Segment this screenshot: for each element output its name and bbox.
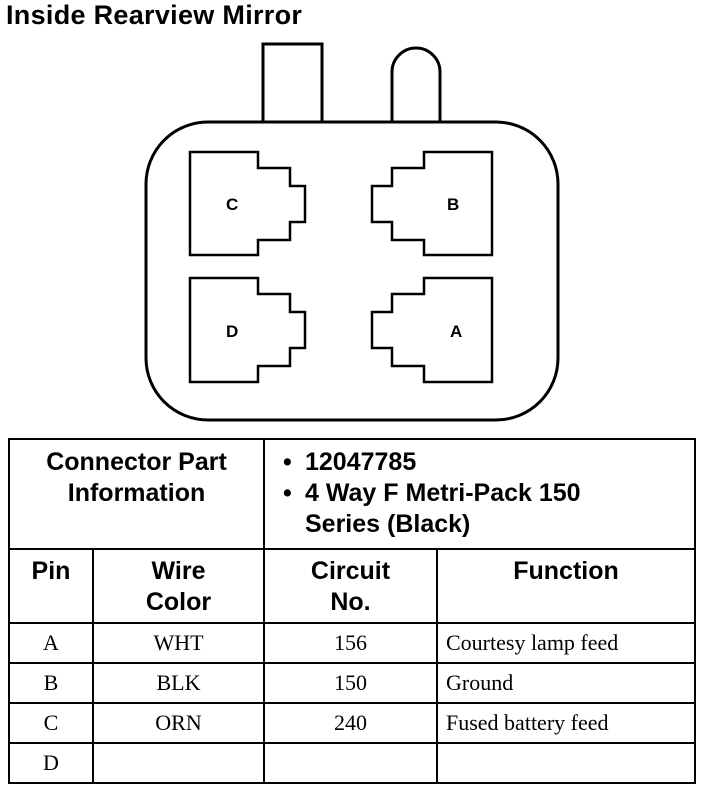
connector-description: 4 Way F Metri-Pack 150 Series (Black) [283, 478, 694, 540]
row-d-wire-color [92, 742, 265, 784]
connector-housing [144, 120, 560, 422]
connector-key-tab [390, 46, 442, 124]
diagram-title: Inside Rearview Mirror [6, 0, 303, 30]
row-d-circuit [263, 742, 438, 784]
header-pin: Pin [31, 557, 71, 585]
part-info-values-cell: 12047785 4 Way F Metri-Pack 150 Series (… [263, 438, 696, 550]
header-function-cell: Function [436, 548, 696, 624]
row-b-wire-color: BLK [92, 662, 265, 704]
pin-label-a: A [450, 322, 462, 341]
connector-diagram: C B D A [144, 42, 560, 422]
part-info-label-line2: Information [67, 479, 206, 507]
table-row: D [8, 742, 696, 784]
row-c-function: Fused battery feed [436, 702, 696, 744]
table-row: C ORN 240 Fused battery feed [8, 702, 696, 744]
header-pin-cell: Pin [8, 548, 94, 624]
header-wire-color-line2: Color [145, 588, 212, 616]
pin-label-b: B [447, 195, 459, 214]
row-c-wire-color: ORN [92, 702, 265, 744]
part-info-list: 12047785 4 Way F Metri-Pack 150 Series (… [265, 440, 694, 540]
connector-latch-tab [261, 42, 324, 124]
row-a-pin: A [8, 622, 94, 664]
header-wire-color-cell: Wire Color [92, 548, 265, 624]
row-c-circuit: 240 [263, 702, 438, 744]
row-a-wire-color: WHT [92, 622, 265, 664]
row-c-pin: C [8, 702, 94, 744]
pin-cavity-a [370, 276, 494, 384]
row-b-function: Ground [436, 662, 696, 704]
header-circuit-line1: Circuit [310, 557, 391, 585]
row-a-function: Courtesy lamp feed [436, 622, 696, 664]
row-d-pin: D [8, 742, 94, 784]
header-circuit: Circuit No. [265, 550, 436, 618]
header-circuit-line2: No. [330, 588, 371, 616]
header-circuit-cell: Circuit No. [263, 548, 438, 624]
pin-label-c: C [226, 195, 238, 214]
part-number: 12047785 [283, 447, 694, 478]
connector-description-line2: Series (Black) [305, 510, 471, 538]
pin-cavity-c [188, 150, 307, 257]
row-a-circuit: 156 [263, 622, 438, 664]
connector-description-line1: 4 Way F Metri-Pack 150 [305, 479, 581, 507]
part-info-row: Connector Part Information 12047785 4 Wa… [8, 438, 696, 550]
part-info-label-line1: Connector Part [46, 448, 227, 476]
pin-cavity-d [188, 276, 307, 384]
part-info-label: Connector Part Information [10, 440, 263, 509]
header-wire-color: Wire Color [94, 550, 263, 618]
connector-info-table: Connector Part Information 12047785 4 Wa… [8, 438, 696, 784]
pin-cavity-b [370, 150, 494, 257]
table-header-row: Pin Wire Color Circuit No. Function [8, 548, 696, 624]
row-b-pin: B [8, 662, 94, 704]
part-info-label-cell: Connector Part Information [8, 438, 265, 550]
table-row: A WHT 156 Courtesy lamp feed [8, 622, 696, 664]
header-function: Function [513, 557, 619, 585]
row-b-circuit: 150 [263, 662, 438, 704]
row-d-function [436, 742, 696, 784]
pin-label-d: D [226, 322, 238, 341]
header-wire-color-line1: Wire [151, 557, 206, 585]
table-row: B BLK 150 Ground [8, 662, 696, 704]
